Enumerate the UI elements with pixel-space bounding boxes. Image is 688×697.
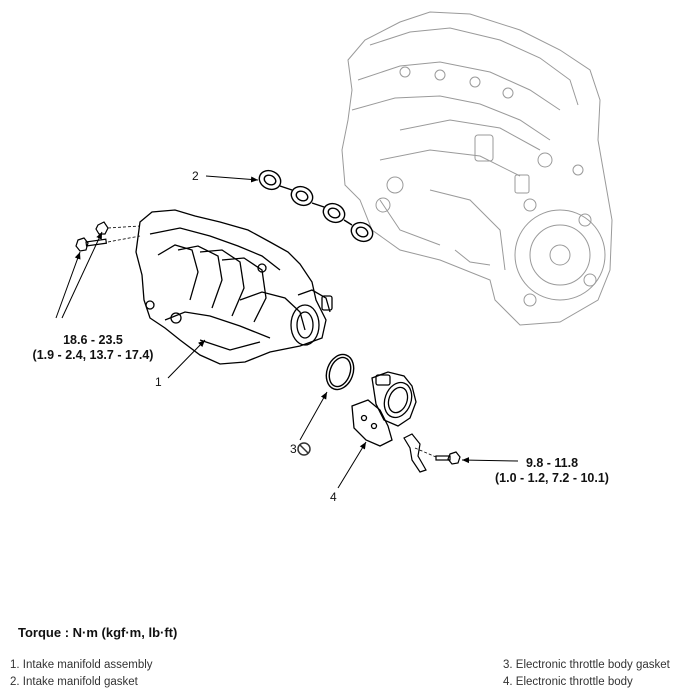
callout-2: 2 bbox=[192, 169, 199, 183]
torque-spec-manifold: 18.6 - 23.5 (1.9 - 2.4, 13.7 - 17.4) bbox=[18, 333, 168, 363]
legend-item-1: 1. Intake manifold assembly bbox=[10, 659, 153, 671]
torque-spec-throttle-units: (1.0 - 1.2, 7.2 - 10.1) bbox=[495, 471, 609, 485]
legend-item-4: 4. Electronic throttle body bbox=[503, 676, 633, 688]
torque-heading: Torque : N·m (kgf·m, lb·ft) bbox=[18, 625, 178, 640]
engine-block-outline bbox=[341, 11, 613, 326]
callout-2-leader bbox=[205, 175, 259, 183]
callout-4: 4 bbox=[330, 490, 337, 504]
torque-leader-a bbox=[55, 251, 81, 319]
torque-spec-throttle-value: 9.8 - 11.8 bbox=[525, 456, 579, 470]
callout-1-leader bbox=[167, 339, 206, 379]
legend-item-2: 2. Intake manifold gasket bbox=[10, 676, 138, 688]
legend-item-3: 3. Electronic throttle body gasket bbox=[503, 659, 670, 671]
throttle-bolt bbox=[435, 451, 461, 465]
intake-manifold-gasket bbox=[258, 169, 374, 243]
callout-3: 3 bbox=[290, 442, 297, 456]
throttle-bracket bbox=[403, 433, 427, 473]
exploded-view-diagram bbox=[55, 11, 613, 489]
callout-3-leader bbox=[299, 391, 328, 441]
intake-manifold-assembly bbox=[135, 209, 333, 365]
electronic-throttle-body bbox=[351, 371, 417, 447]
torque-spec-manifold-value: 18.6 - 23.5 bbox=[63, 333, 123, 347]
do-not-reuse-icon bbox=[297, 442, 311, 456]
torque-spec-throttle: 9.8 - 11.8 (1.0 - 1.2, 7.2 - 10.1) bbox=[482, 456, 622, 486]
callout-1: 1 bbox=[155, 375, 162, 389]
torque-leader-b bbox=[61, 231, 103, 319]
manifold-bolts bbox=[75, 221, 109, 252]
torque-spec-manifold-units: (1.9 - 2.4, 13.7 - 17.4) bbox=[32, 348, 154, 362]
throttle-body-gasket bbox=[325, 353, 355, 391]
torque-leader-c bbox=[461, 457, 519, 464]
callout-4-leader bbox=[337, 441, 367, 489]
